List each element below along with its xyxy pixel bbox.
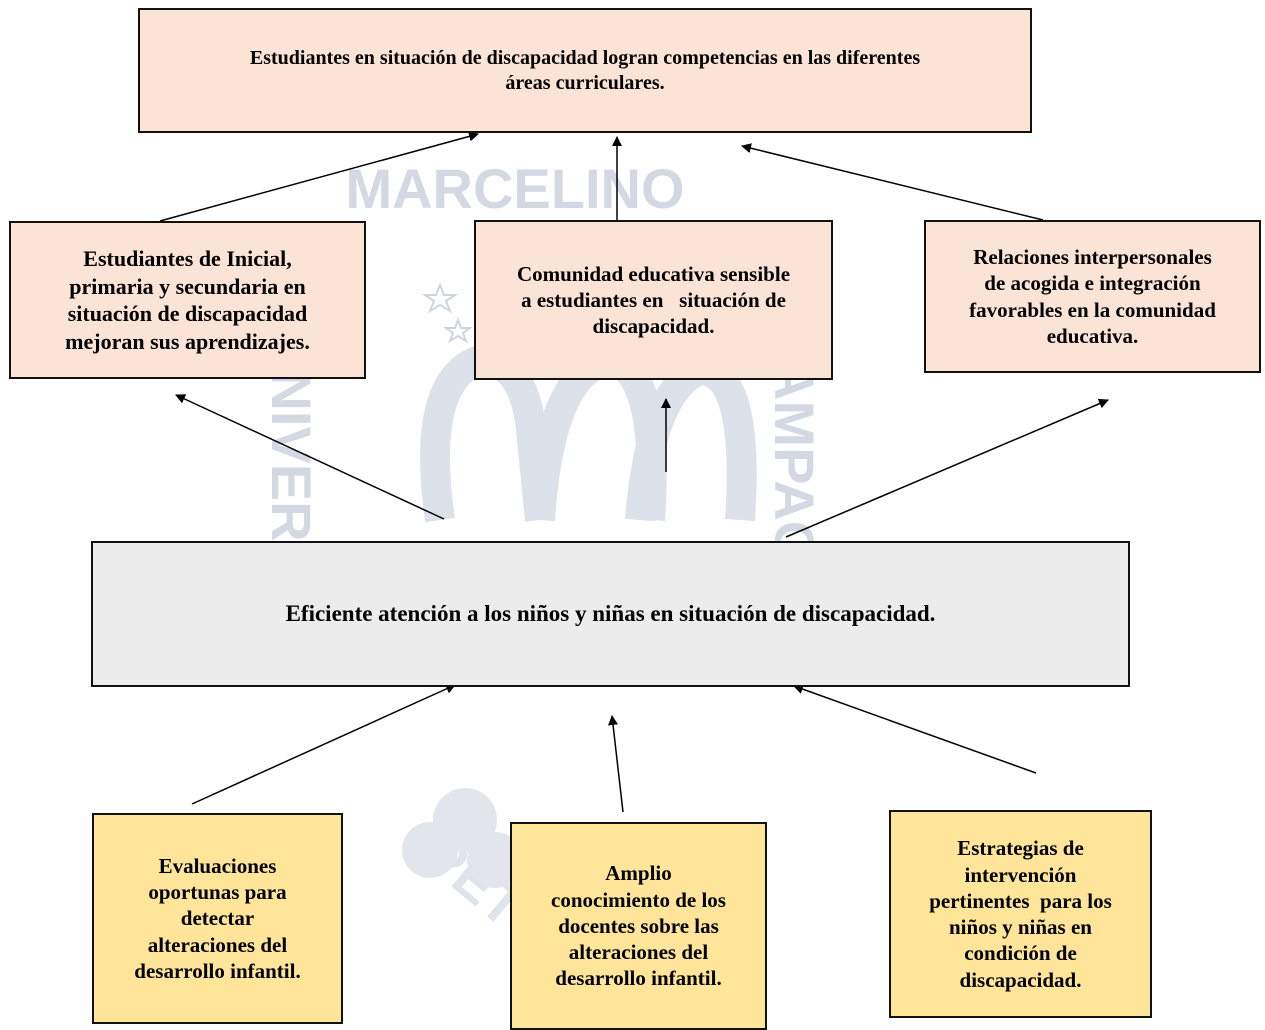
result-box-relations-line: Relaciones interpersonales <box>973 245 1212 269</box>
means-box-teacher-knowledge-line: desarrollo infantil. <box>555 966 722 991</box>
means-box-strategies-line: pertinentes para los <box>929 888 1112 913</box>
arrow-means1-to-central <box>191 684 456 805</box>
means-box-teacher-knowledge: Amplio conocimiento de los docentes sobr… <box>510 822 767 1030</box>
means-box-evaluations-line: detectar <box>180 906 255 931</box>
result-box-relations-line: favorables en la comunidad <box>969 297 1216 322</box>
top-goal-box: Estudiantes en situación de discapacidad… <box>138 8 1032 133</box>
central-objective-text: Eficiente atención a los niños y niñas e… <box>285 600 936 626</box>
result-box-learning-line: mejoran sus aprendizajes. <box>65 328 310 354</box>
result-box-learning-line: primaria y secundaria en <box>69 273 306 299</box>
means-box-strategies-line: niños y niñas en <box>949 915 1092 939</box>
means-box-evaluations-line: alteraciones del <box>147 932 288 957</box>
means-box-strategies-line: intervención <box>964 862 1077 887</box>
means-box-teacher-knowledge-line: Amplio <box>605 861 672 886</box>
arrow-central-to-result1 <box>175 394 445 520</box>
means-box-evaluations-line: oportunas para <box>148 880 287 905</box>
result-box-relations-line: de acogida e integración <box>984 271 1201 296</box>
result-box-community: Comunidad educativa sensible a estudiant… <box>474 220 833 380</box>
watermark-flower <box>402 788 523 888</box>
means-box-teacher-knowledge-line: docentes sobre las <box>558 913 719 938</box>
means-box-strategies-line: Estrategias de <box>957 836 1084 861</box>
top-goal-line-2: áreas curriculares. <box>505 71 665 94</box>
means-box-evaluations-line: Evaluaciones <box>158 853 277 878</box>
means-box-strategies-line: condición de <box>964 941 1077 966</box>
result-box-relations: Relaciones interpersonales de acogida e … <box>924 220 1261 373</box>
watermark-m-monogram <box>420 344 757 523</box>
result-box-learning-line: situación de discapacidad <box>67 301 308 326</box>
result-box-community-line: Comunidad educativa sensible <box>516 261 791 286</box>
arrow-means3-to-central <box>793 684 1037 774</box>
watermark-text: MARCELINO <box>345 157 684 220</box>
arrow-central-to-result3 <box>785 398 1109 538</box>
top-goal-line-1: Estudiantes en situación de discapacidad… <box>249 46 921 69</box>
arrow-result1-to-top <box>159 131 479 222</box>
arrow-means2-to-central <box>608 715 624 813</box>
result-box-community-line: discapacidad. <box>592 314 715 339</box>
means-box-evaluations: Evaluaciones oportunas para detectar alt… <box>92 813 343 1024</box>
means-box-teacher-knowledge-line: conocimiento de los <box>551 887 726 912</box>
means-box-strategies: Estrategias de intervención pertinentes … <box>889 810 1152 1018</box>
arrow-result3-to-top <box>741 143 1044 221</box>
central-objective-box: Eficiente atención a los niños y niñas e… <box>91 541 1130 687</box>
result-box-community-line: a estudiantes en situación de <box>521 287 786 312</box>
means-box-evaluations-line: desarrollo infantil. <box>134 958 301 983</box>
result-box-relations-line: educativa. <box>1046 323 1139 348</box>
result-box-learning-line: Estudiantes de Inicial, <box>83 246 292 271</box>
result-box-learning: Estudiantes de Inicial, primaria y secun… <box>9 221 366 379</box>
watermark-stars <box>421 282 474 344</box>
means-box-teacher-knowledge-line: alteraciones del <box>568 940 709 965</box>
means-box-strategies-line: discapacidad. <box>959 967 1082 992</box>
